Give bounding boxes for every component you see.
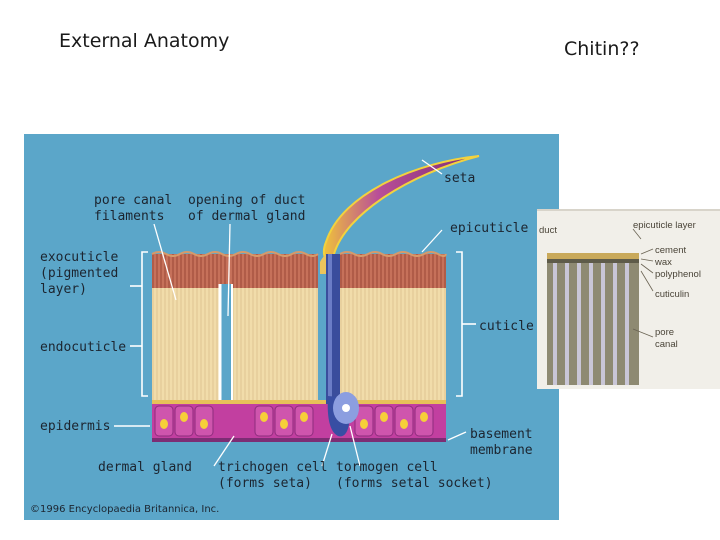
leader-lines <box>153 159 467 467</box>
label-cuticle: cuticle <box>479 319 534 334</box>
inset-leaders <box>632 228 654 338</box>
inset-pore-canal <box>589 263 593 385</box>
label-basement-1: basement <box>470 427 533 442</box>
label-dermal-gland: dermal gland <box>98 460 192 475</box>
integument-diagram: seta pore canal filaments opening of duc… <box>24 134 559 520</box>
inset-pore-canals <box>553 263 629 385</box>
inset-label-wax: wax <box>654 257 672 268</box>
cell-nucleus <box>300 412 308 422</box>
cell-nucleus <box>420 412 428 422</box>
label-exocuticle-1: exocuticle <box>40 250 118 265</box>
cell-nucleus <box>180 412 188 422</box>
inset-label-cuticulin: cuticulin <box>655 289 689 300</box>
label-trichogen-2: (forms seta) <box>218 476 312 491</box>
inset-pore-canal <box>553 263 557 385</box>
inset-label-polyphenol: polyphenol <box>655 269 701 280</box>
label-duct-1: opening of duct <box>188 193 305 208</box>
inset-pore-canal <box>565 263 569 385</box>
inset-pore-canal <box>613 263 617 385</box>
label-endocuticle: endocuticle <box>40 340 126 355</box>
cell-nucleus <box>400 419 408 429</box>
inset-label-pore-1: pore <box>655 327 674 338</box>
label-seta: seta <box>444 171 475 186</box>
copyright-text: ©1996 Encyclopaedia Britannica, Inc. <box>30 504 219 515</box>
exocuticle-layer <box>151 251 447 288</box>
label-exocuticle-3: layer) <box>40 282 87 297</box>
label-duct-2: of dermal gland <box>188 209 305 224</box>
inset-label-cement: cement <box>655 245 687 256</box>
epicuticle-inset-diagram: duct epicuticle layer cement wax polyphe… <box>537 209 720 389</box>
inset-label-epicuticle-layer: epicuticle layer <box>633 220 696 231</box>
slide-title-right: Chitin?? <box>564 38 640 60</box>
epidermal-cells <box>154 405 434 437</box>
inset-pore-canal <box>625 263 629 385</box>
layer-brackets <box>114 251 476 427</box>
label-exocuticle-2: (pigmented <box>40 266 118 281</box>
endocuticle-layer <box>152 288 446 400</box>
slide-title-left: External Anatomy <box>59 30 230 52</box>
tormogen-cell <box>333 392 359 424</box>
inset-label-duct: duct <box>539 225 557 236</box>
inset-pore-canal <box>601 263 605 385</box>
label-epicuticle: epicuticle <box>450 221 528 236</box>
inset-label-pore-2: canal <box>655 339 678 350</box>
seta-hair <box>320 155 480 404</box>
label-tormogen-2: (forms setal socket) <box>336 476 493 491</box>
label-pore-canal-1: pore canal <box>94 193 172 208</box>
inset-pore-canal <box>577 263 581 385</box>
label-epidermis: epidermis <box>40 419 110 434</box>
cell-nucleus <box>200 419 208 429</box>
cell-nucleus <box>160 419 168 429</box>
cell-nucleus <box>260 412 268 422</box>
label-pore-canal-2: filaments <box>94 209 164 224</box>
cell-nucleus <box>380 412 388 422</box>
cell-nucleus <box>280 419 288 429</box>
label-trichogen-1: trichogen cell <box>218 460 328 475</box>
cell-nucleus <box>360 419 368 429</box>
label-tormogen-1: tormogen cell <box>336 460 438 475</box>
label-basement-2: membrane <box>470 443 533 458</box>
